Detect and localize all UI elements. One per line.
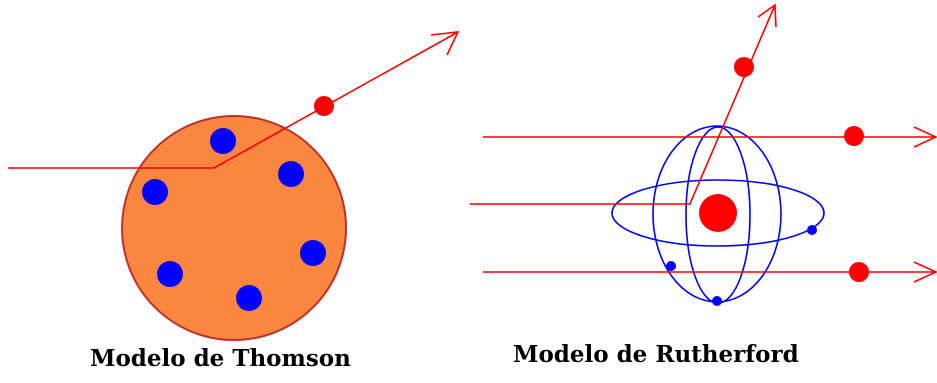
rutherford-trajectory-deflected bbox=[470, 4, 776, 205]
rutherford-electron bbox=[712, 296, 722, 306]
thomson-positive-sphere bbox=[121, 115, 347, 341]
thomson-model-caption: Modelo de Thomson bbox=[90, 345, 351, 372]
rutherford-electron bbox=[666, 261, 676, 271]
rutherford-alpha-trajectories bbox=[470, 3, 937, 283]
rutherford-electrons bbox=[666, 225, 817, 306]
thomson-trajectory-line bbox=[8, 31, 459, 169]
rutherford-alpha-particle bbox=[734, 57, 754, 77]
rutherford-arrowhead-bottom bbox=[913, 261, 937, 283]
thomson-electron bbox=[236, 285, 262, 311]
thomson-electrons bbox=[142, 128, 326, 311]
rutherford-alpha-particle bbox=[849, 262, 869, 282]
rutherford-model bbox=[470, 3, 937, 306]
thomson-alpha-trajectory bbox=[8, 31, 460, 169]
rutherford-electron bbox=[807, 225, 817, 235]
thomson-electron bbox=[142, 179, 168, 205]
rutherford-alpha-particles bbox=[734, 57, 869, 282]
thomson-electron bbox=[300, 240, 326, 266]
thomson-arrowhead bbox=[430, 31, 460, 56]
thomson-model bbox=[8, 31, 460, 341]
rutherford-arrowhead-top bbox=[913, 126, 937, 148]
thomson-electron bbox=[278, 161, 304, 187]
thomson-electron bbox=[210, 128, 236, 154]
rutherford-nucleus bbox=[699, 194, 737, 232]
rutherford-alpha-particle bbox=[844, 126, 864, 146]
rutherford-arrowhead-deflected bbox=[757, 3, 777, 28]
rutherford-model-caption: Modelo de Rutherford bbox=[513, 341, 799, 368]
thomson-alpha-particle bbox=[314, 96, 334, 116]
rutherford-orbit-horizontal bbox=[611, 179, 825, 247]
thomson-electron bbox=[157, 261, 183, 287]
